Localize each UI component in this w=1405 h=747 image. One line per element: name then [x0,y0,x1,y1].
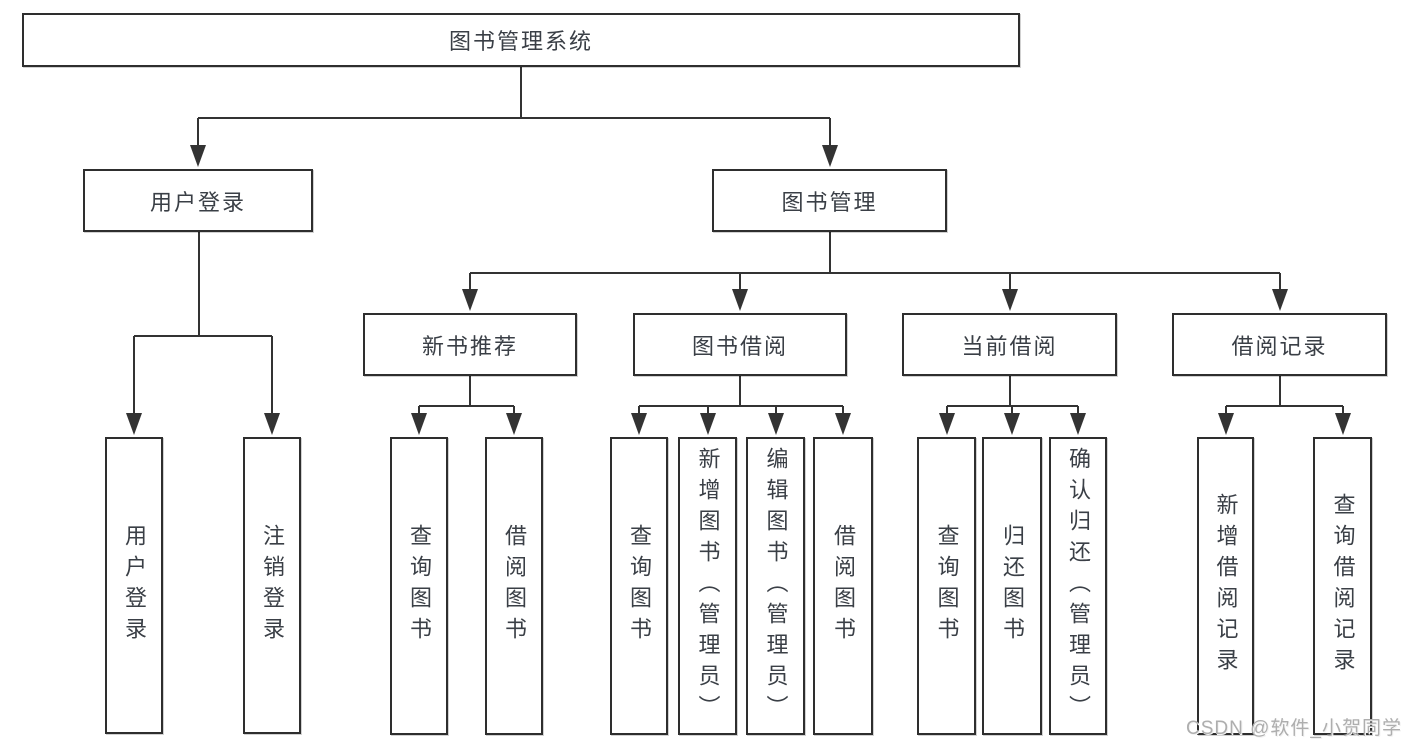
leaf-query-borrow-record: 查询借阅记录 [1313,437,1372,735]
leaf-query-books-current: 查询图书 [917,437,976,735]
node-book-borrowing: 图书借阅 [633,313,847,376]
leaf-query-books-recommend: 查询图书 [390,437,448,735]
watermark-csdn: CSDN @软件_小贺同学 [1186,718,1402,739]
leaf-logout: 注销登录 [243,437,301,734]
leaf-borrow-books-recommend: 借阅图书 [485,437,543,735]
node-borrowing-records: 借阅记录 [1172,313,1387,376]
node-library-management-system: 图书管理系统 [22,13,1020,67]
leaf-borrow-books: 借阅图书 [813,437,873,735]
node-new-book-recommendation: 新书推荐 [363,313,577,376]
leaf-confirm-return-admin: 确认归还（管理员） [1049,437,1107,735]
leaf-add-book-admin: 新增图书（管理员） [678,437,737,735]
leaf-edit-book-admin: 编辑图书（管理员） [746,437,805,735]
leaf-return-book: 归还图书 [982,437,1042,735]
connector-lines [133,67,1344,416]
leaf-query-books-borrowing: 查询图书 [610,437,668,735]
arrowheads [126,145,1351,435]
leaf-add-borrow-record: 新增借阅记录 [1197,437,1254,735]
node-current-borrowing: 当前借阅 [902,313,1117,376]
node-book-management: 图书管理 [712,169,947,232]
leaf-user-login: 用户登录 [105,437,163,734]
node-user-login: 用户登录 [83,169,313,232]
